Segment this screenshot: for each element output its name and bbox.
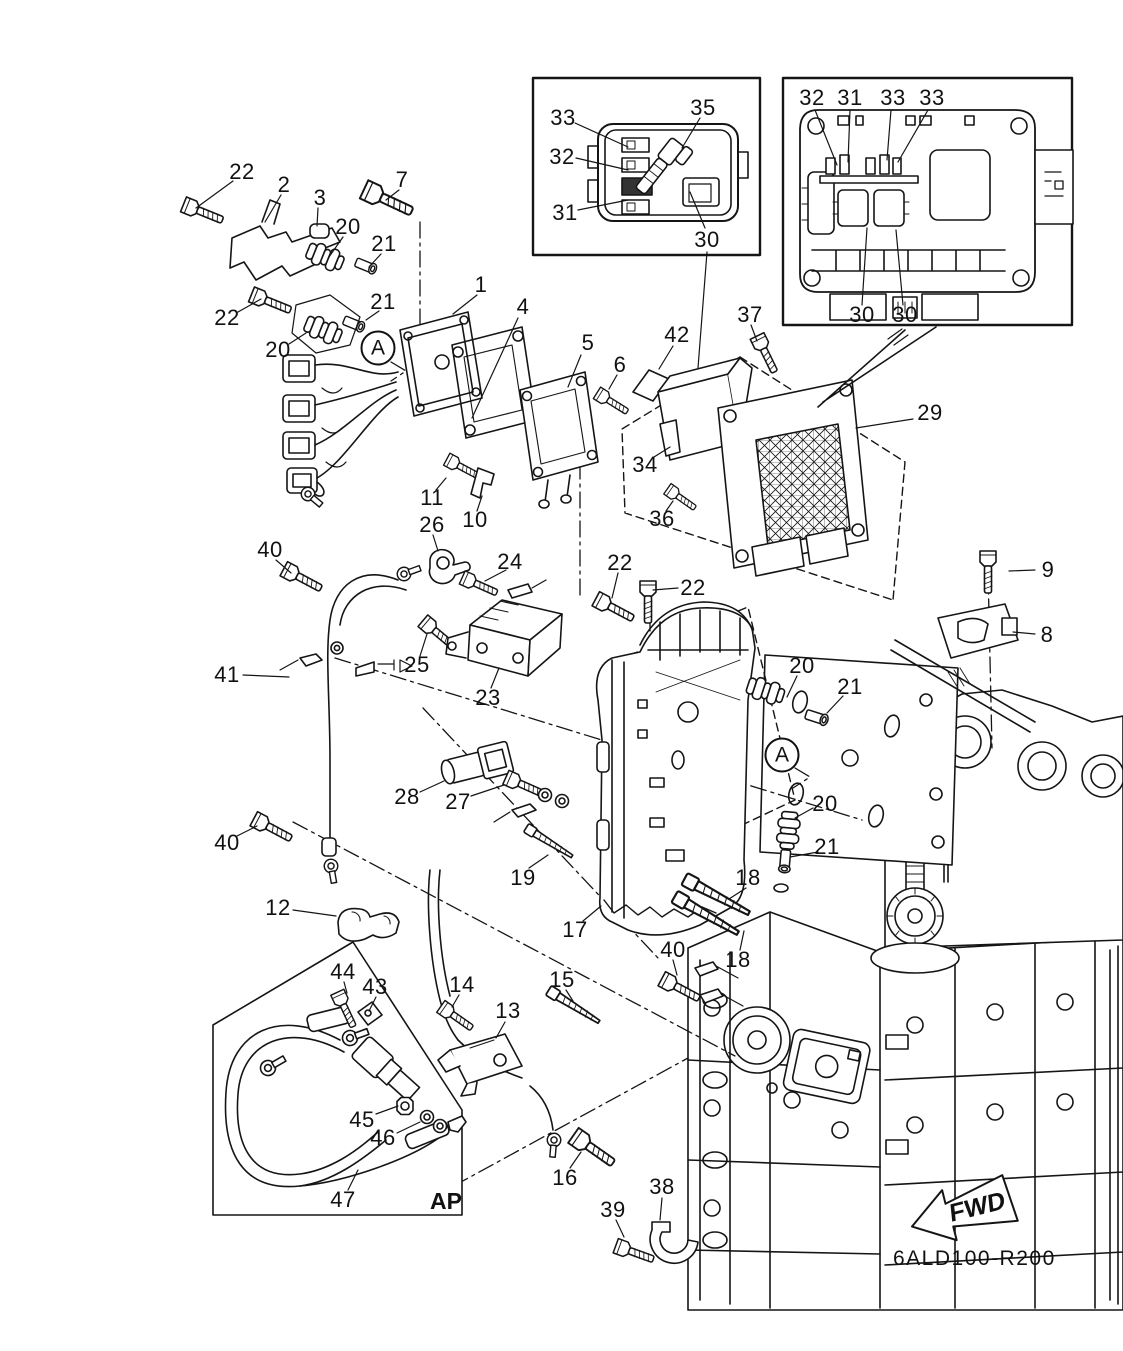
part-number-label: 42 bbox=[664, 322, 690, 347]
part-number-label: 18 bbox=[735, 865, 761, 890]
part-number-label: 40 bbox=[214, 830, 240, 855]
relay-13-group bbox=[435, 999, 620, 1172]
part-number-label: 33 bbox=[919, 85, 945, 110]
part-number-label: 21 bbox=[370, 289, 396, 314]
part-number-label: 20 bbox=[265, 337, 291, 362]
detail-marker-a: A bbox=[360, 330, 396, 366]
part-number-label: 27 bbox=[445, 789, 471, 814]
part-number-label: 16 bbox=[552, 1165, 578, 1190]
screw-10-11-group bbox=[442, 452, 495, 499]
part-number-label: 9 bbox=[1041, 557, 1055, 582]
part-number-label: 22 bbox=[607, 550, 633, 575]
connector-27-28-group bbox=[440, 740, 570, 823]
inset-relay-bracket bbox=[781, 76, 1074, 408]
part-number-label: 47 bbox=[330, 1187, 356, 1212]
part-number-label: 15 bbox=[549, 967, 575, 992]
part-number-label: 34 bbox=[632, 452, 658, 477]
part-number-label: 7 bbox=[395, 167, 409, 192]
part-number-label: 36 bbox=[649, 506, 675, 531]
part-number-label: 33 bbox=[550, 105, 576, 130]
part-number-label: 8 bbox=[1040, 622, 1054, 647]
part-number-label: 32 bbox=[549, 144, 575, 169]
part-number-label: 22 bbox=[214, 305, 240, 330]
part-number-label: 12 bbox=[265, 895, 291, 920]
part-number-label: 39 bbox=[600, 1197, 626, 1222]
part-number-label: 1 bbox=[474, 272, 488, 297]
part-number-label: 40 bbox=[257, 537, 283, 562]
part-number-label: 30 bbox=[892, 302, 918, 327]
part-number-label: 46 bbox=[370, 1125, 396, 1150]
part-number-label: 18 bbox=[725, 947, 751, 972]
part-number-label: 2 bbox=[277, 172, 291, 197]
part-number-label: 20 bbox=[812, 791, 838, 816]
part-number-label: 30 bbox=[849, 302, 875, 327]
part-number-label: 40 bbox=[660, 937, 686, 962]
part-number-label: 32 bbox=[799, 85, 825, 110]
cdi-ecu-group bbox=[519, 331, 869, 577]
part-number-label: 44 bbox=[330, 959, 356, 984]
clamp-38-group bbox=[612, 1221, 699, 1268]
part-number-label: 31 bbox=[552, 200, 578, 225]
bolt-40-bottom-group bbox=[657, 961, 744, 1007]
part-number-label: 6 bbox=[613, 352, 627, 377]
part-number-label: 14 bbox=[449, 972, 475, 997]
part-number-label: 19 bbox=[510, 865, 536, 890]
part-number-label: 4 bbox=[516, 294, 530, 319]
part-number-label: 41 bbox=[214, 662, 240, 687]
part-number-label: 5 bbox=[581, 330, 595, 355]
part-number-label: 43 bbox=[362, 974, 388, 999]
part-number-label: 22 bbox=[229, 159, 255, 184]
part-number-label: 31 bbox=[837, 85, 863, 110]
backplate-drawing bbox=[759, 654, 959, 866]
clamp-8-group bbox=[890, 550, 1036, 733]
part-number-label: 10 bbox=[462, 507, 488, 532]
part-number-label: 17 bbox=[562, 917, 588, 942]
part-number-label: 37 bbox=[737, 302, 763, 327]
part-number-label: 29 bbox=[917, 400, 943, 425]
inset-fusebox-cover bbox=[531, 76, 762, 257]
leader-lines bbox=[195, 109, 1036, 1238]
part-number-label: 24 bbox=[497, 549, 523, 574]
part-number-label: 30 bbox=[694, 227, 720, 252]
part-number-label: 21 bbox=[371, 231, 397, 256]
part-number-label: 13 bbox=[495, 998, 521, 1023]
diagram-code: 6ALD100-R200 bbox=[893, 1247, 1056, 1270]
detail-marker-a: A bbox=[764, 737, 800, 773]
part-number-label: 25 bbox=[404, 652, 430, 677]
part-number-label: 26 bbox=[419, 512, 445, 537]
bracket-17-drawing bbox=[595, 601, 756, 936]
clamp-12-group bbox=[337, 869, 563, 1159]
part-number-label: 23 bbox=[475, 685, 501, 710]
part-number-label: 35 bbox=[690, 95, 716, 120]
part-number-label: 3 bbox=[313, 185, 327, 210]
engine-block-drawing bbox=[687, 689, 1123, 1311]
part-number-label: 20 bbox=[335, 214, 361, 239]
part-number-label: 45 bbox=[349, 1107, 375, 1132]
part-number-label: 11 bbox=[420, 485, 444, 510]
bushing-group-right bbox=[591, 580, 831, 893]
ap-group-label: AP bbox=[430, 1188, 462, 1214]
part-number-label: 33 bbox=[880, 85, 906, 110]
part-number-label: 20 bbox=[789, 653, 815, 678]
part-number-label: 21 bbox=[837, 674, 863, 699]
part-number-label: 38 bbox=[649, 1174, 675, 1199]
ignition-bracket-group bbox=[179, 179, 537, 511]
part-number-label: 28 bbox=[394, 784, 420, 809]
fwd-arrow: FWD bbox=[911, 1174, 1019, 1242]
ground-lead-group bbox=[249, 548, 563, 885]
part-number-label: 21 bbox=[814, 834, 840, 859]
ap-box-group bbox=[212, 941, 467, 1216]
part-number-label: 22 bbox=[680, 575, 706, 600]
